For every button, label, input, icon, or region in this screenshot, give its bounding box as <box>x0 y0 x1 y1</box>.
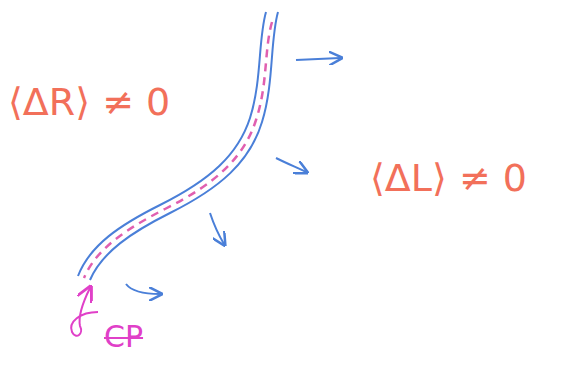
motion-arrow <box>296 58 340 60</box>
symmetry-label: CP <box>104 320 143 353</box>
wall-edge <box>90 12 278 280</box>
motion-arrow <box>126 284 160 294</box>
order-parameter-label: ⟨ΔL⟩ ≠ 0 <box>370 158 527 200</box>
pointer-arrow <box>71 288 98 336</box>
motion-arrow <box>276 158 306 172</box>
wall-edge <box>78 12 266 276</box>
order-parameter-label: ⟨ΔR⟩ ≠ 0 <box>8 82 170 124</box>
motion-arrow <box>210 213 224 244</box>
wall-core <box>84 22 272 278</box>
